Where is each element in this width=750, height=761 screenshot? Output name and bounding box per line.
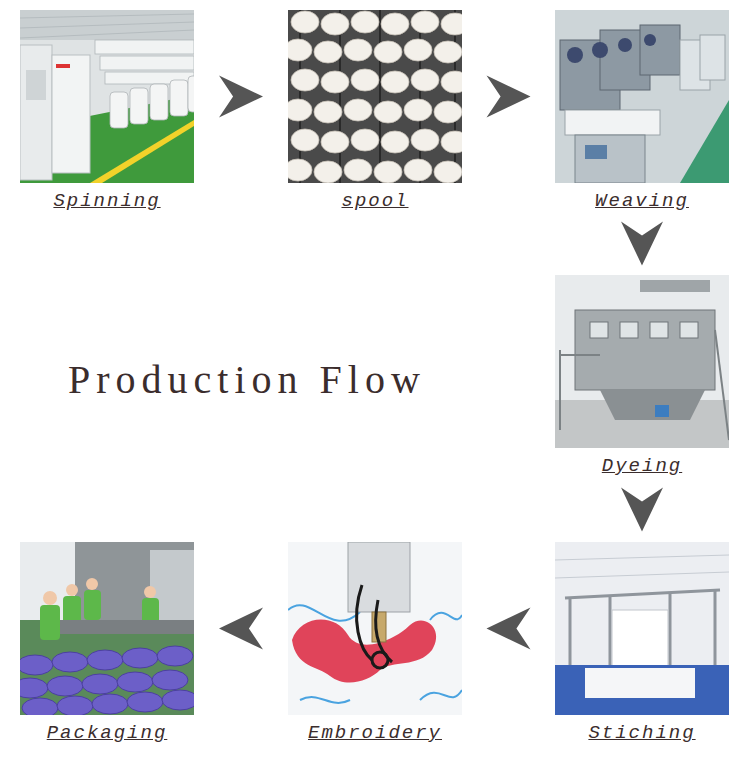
flow-arrow <box>219 608 263 650</box>
spinning-photo <box>20 10 194 183</box>
photo-frame <box>555 275 729 448</box>
step-caption: Embroidery <box>288 722 462 744</box>
step-caption: Spinning <box>20 190 194 212</box>
photo-frame <box>20 10 194 183</box>
process-step: Embroidery <box>288 542 462 744</box>
photo-frame <box>555 542 729 715</box>
process-step: Spinning <box>20 10 194 212</box>
step-caption: Stiching <box>555 722 729 744</box>
weaving-photo <box>555 10 729 183</box>
spool-photo <box>288 10 462 183</box>
dyeing-photo <box>555 275 729 448</box>
flow-arrow <box>487 76 531 118</box>
process-step: Packaging <box>20 542 194 744</box>
photo-frame <box>288 10 462 183</box>
step-caption: Weaving <box>555 190 729 212</box>
flow-arrow <box>621 488 663 532</box>
flow-arrow <box>621 222 663 266</box>
process-step: spool <box>288 10 462 212</box>
process-step: Weaving <box>555 10 729 212</box>
diagram-title: Production Flow <box>68 356 426 403</box>
photo-frame <box>555 10 729 183</box>
step-caption: Dyeing <box>555 455 729 477</box>
flow-arrow <box>219 76 263 118</box>
process-step: Dyeing <box>555 275 729 477</box>
flow-arrow <box>487 608 531 650</box>
process-step: Stiching <box>555 542 729 744</box>
step-caption: spool <box>288 190 462 212</box>
photo-frame <box>20 542 194 715</box>
stiching-photo <box>555 542 729 715</box>
embroidery-photo <box>288 542 462 715</box>
step-caption: Packaging <box>20 722 194 744</box>
packaging-photo <box>20 542 194 715</box>
photo-frame <box>288 542 462 715</box>
